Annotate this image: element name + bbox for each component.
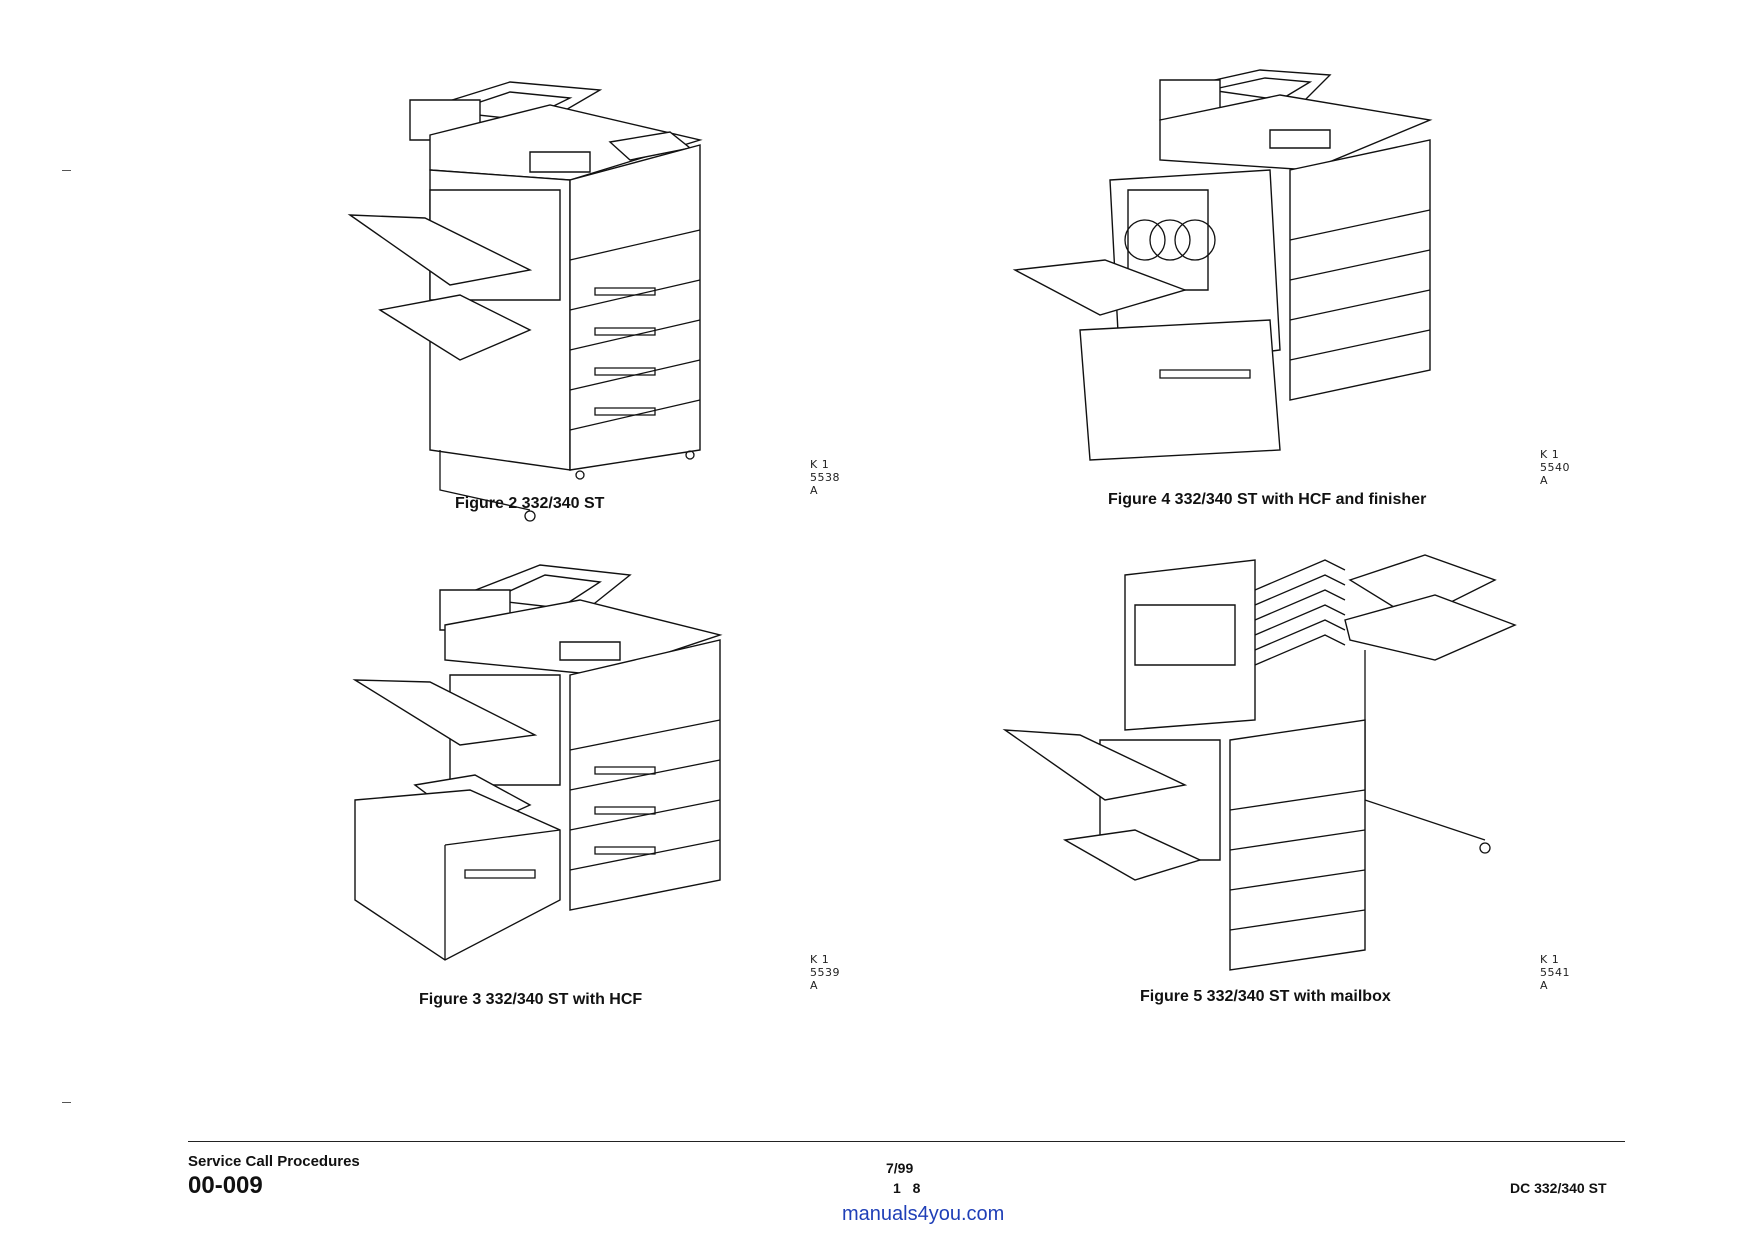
copier-illustration-fig5 <box>1005 550 1495 950</box>
figure-caption: Figure 5 332/340 ST with mailbox <box>1140 988 1391 1005</box>
source-link[interactable]: manuals4you.com <box>842 1203 1005 1225</box>
footer-date: 7/99 <box>886 1160 914 1176</box>
footer-model: DC 332/340 ST <box>1510 1180 1607 1196</box>
figure-caption: Figure 4 332/340 ST with HCF and finishe… <box>1108 491 1427 508</box>
figure-code: K 1 5539 A <box>810 953 840 992</box>
footer-rule <box>188 1141 1625 1142</box>
figure-3: K 1 5539 A <box>350 560 840 992</box>
figure-4: K 1 5540 A <box>1010 60 1570 487</box>
figure-caption: Figure 3 332/340 ST with HCF <box>419 991 643 1008</box>
margin-mark-bottom <box>62 1102 71 1103</box>
figure-code: K 1 5538 A <box>810 458 840 497</box>
footer-page-number: 1 8 <box>893 1180 925 1196</box>
figure-code: K 1 5540 A <box>1540 448 1570 487</box>
figure-5: K 1 5541 A <box>1005 550 1570 992</box>
copier-illustration-fig4 <box>1010 60 1440 440</box>
copier-illustration-fig2 <box>330 70 730 460</box>
figure-code: K 1 5541 A <box>1540 953 1570 992</box>
margin-mark-top <box>62 170 71 171</box>
footer-procedure-code: 00-009 <box>188 1172 263 1199</box>
figure-caption: Figure 2 332/340 ST <box>455 495 605 512</box>
copier-illustration-fig3 <box>350 560 730 960</box>
footer-section-title: Service Call Procedures <box>188 1153 360 1170</box>
figure-2: K 1 5538 A <box>330 70 840 460</box>
